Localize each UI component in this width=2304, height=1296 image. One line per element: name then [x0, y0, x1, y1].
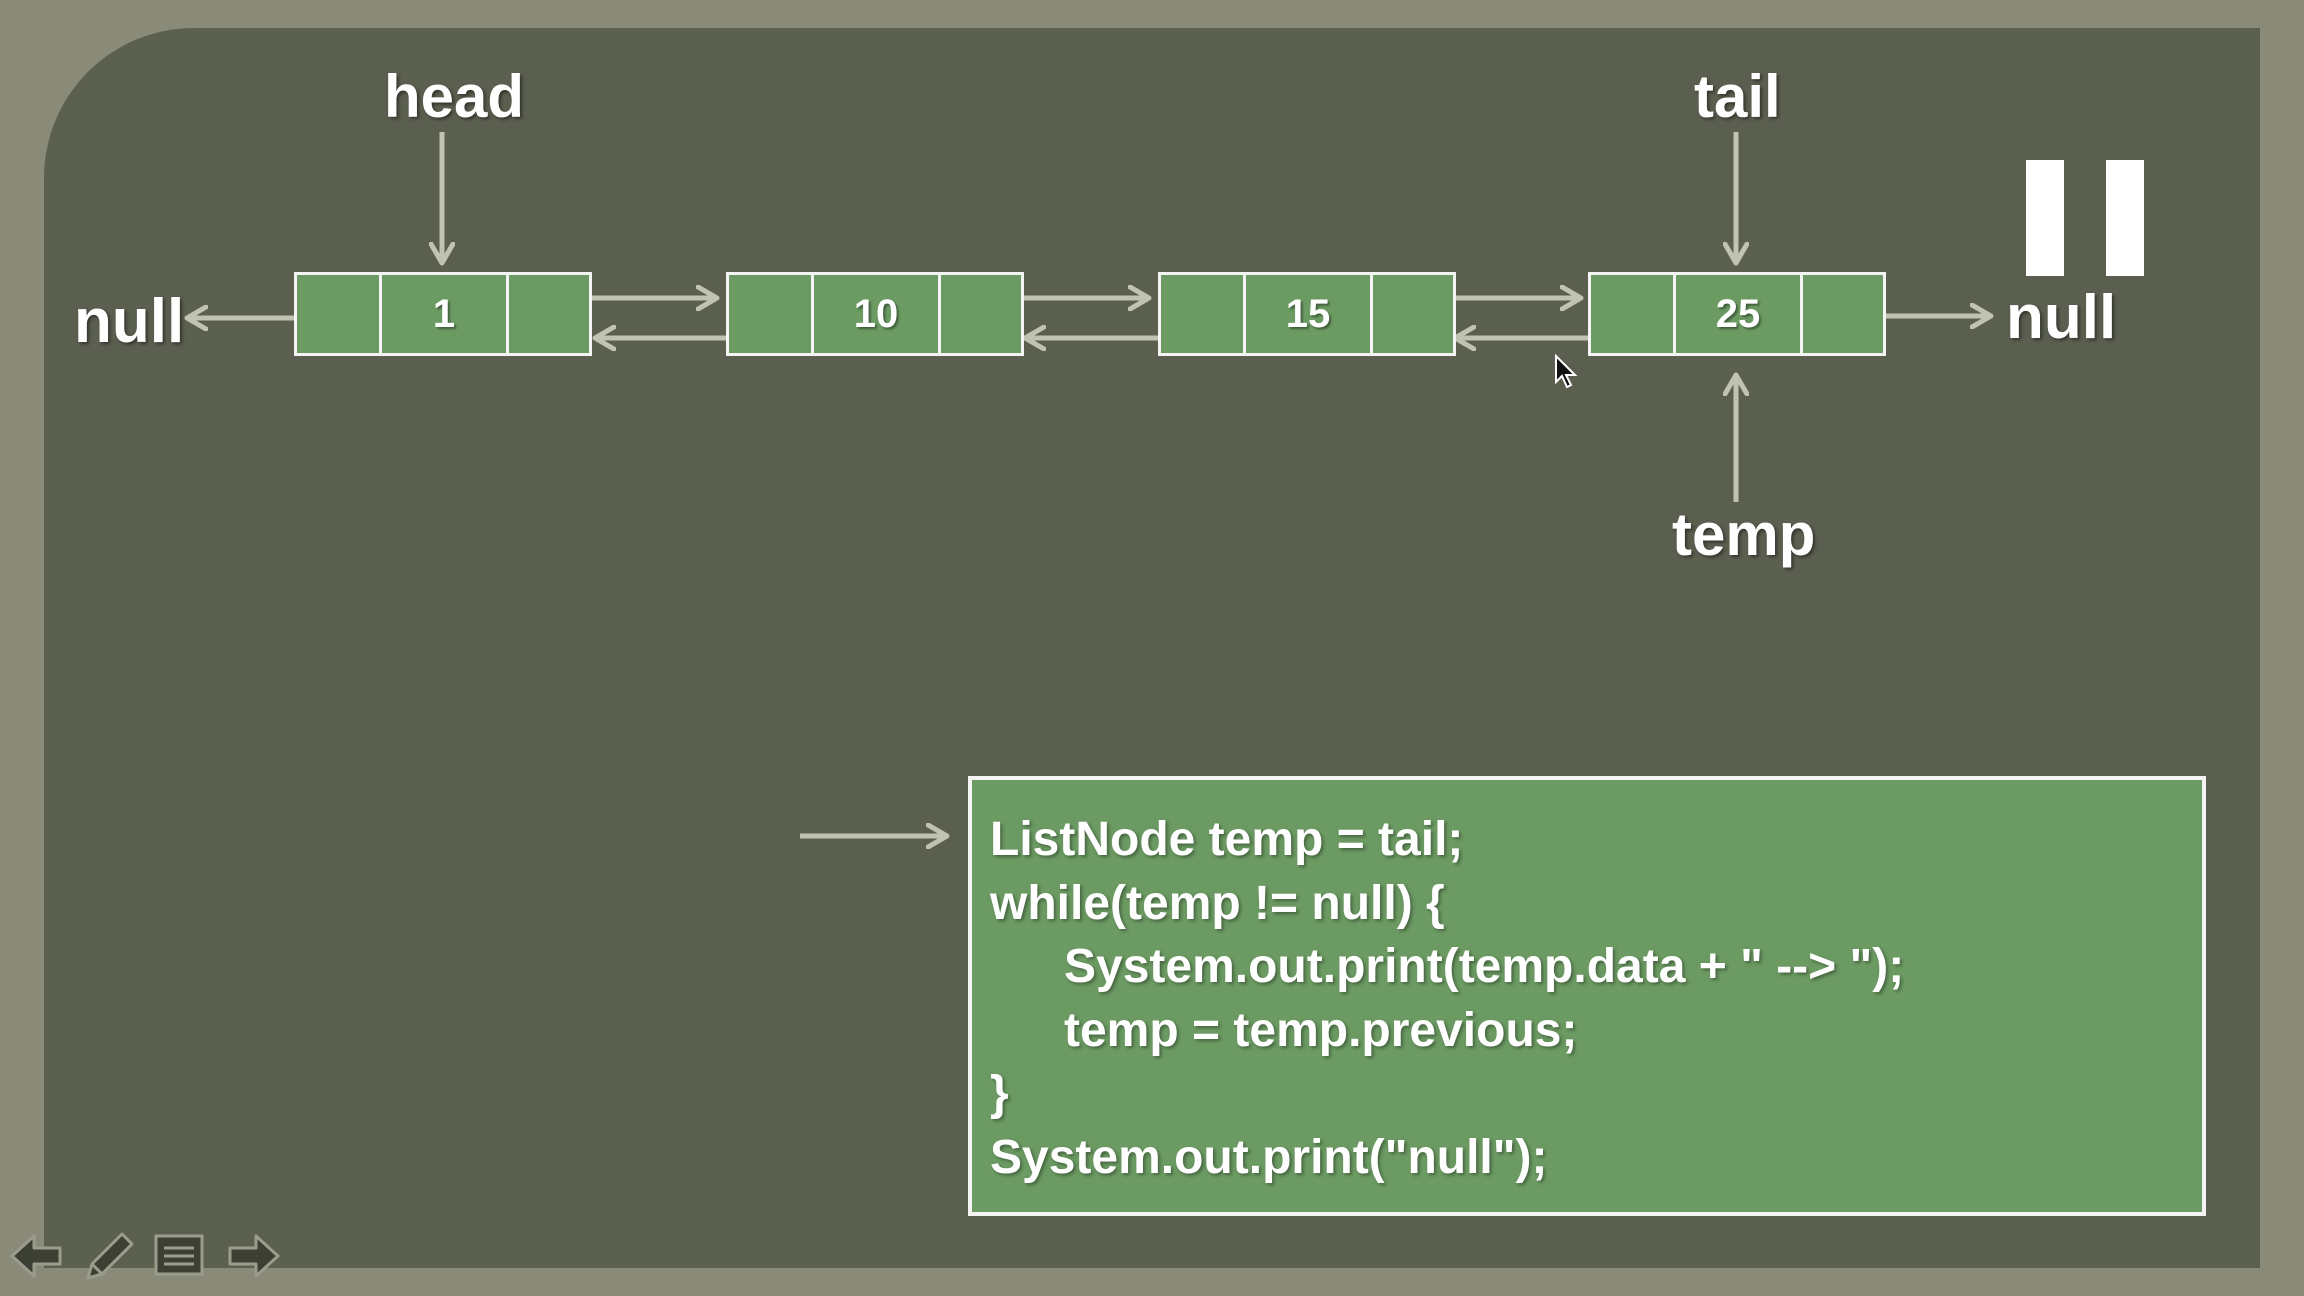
slide-nav-bar [0, 1226, 300, 1296]
code-line-2: while(temp != null) { [990, 876, 1445, 930]
code-line-1: ListNode temp = tail; [990, 813, 1464, 866]
temp-label: temp [1672, 501, 1816, 568]
list-node-3: 15 [1158, 272, 1456, 356]
mouse-cursor-icon [1555, 354, 1578, 389]
null-right-label: null [2006, 283, 2117, 352]
code-line-3: System.out.print(temp.data + " --> "); [1064, 940, 1905, 993]
prev-cell [729, 275, 811, 353]
next-cell [1373, 275, 1453, 353]
pause-icon[interactable] [2026, 160, 2144, 276]
pause-bar-right [2106, 160, 2144, 276]
list-node-4: 25 [1588, 272, 1886, 356]
tail-label: tail [1694, 63, 1781, 130]
next-cell [1803, 275, 1883, 353]
list-node-1: 1 [294, 272, 592, 356]
code-line-5: } [990, 1067, 1009, 1120]
next-arrow-icon[interactable] [222, 1226, 282, 1286]
menu-icon[interactable] [150, 1226, 210, 1286]
previous-arrow-icon[interactable] [8, 1226, 68, 1286]
prev-cell [1161, 275, 1243, 353]
pen-icon[interactable] [78, 1226, 138, 1286]
node-value: 15 [1243, 275, 1373, 353]
next-cell [941, 275, 1021, 353]
node-value: 10 [811, 275, 941, 353]
next-cell [509, 275, 589, 353]
code-line-4: temp = temp.previous; [1064, 1003, 1578, 1057]
code-line-6: System.out.print("null"); [990, 1130, 1548, 1184]
list-node-2: 10 [726, 272, 1024, 356]
node-value: 25 [1673, 275, 1803, 353]
head-label: head [384, 63, 525, 130]
prev-cell [1591, 275, 1673, 353]
node-value: 1 [379, 275, 509, 353]
prev-cell [297, 275, 379, 353]
pause-bar-left [2026, 160, 2064, 276]
code-box: ListNode temp = tail; while(temp != null… [968, 776, 2206, 1216]
null-left-label: null [74, 287, 185, 356]
